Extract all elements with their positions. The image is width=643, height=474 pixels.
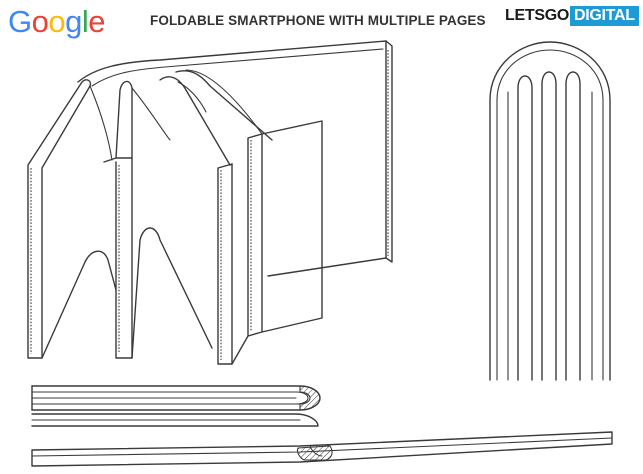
perspective-view-of-multi-page-foldable (27, 40, 393, 365)
google-logo: Google (8, 4, 106, 40)
logo-letter-e: e (88, 4, 106, 39)
logo-letter-l: l (81, 4, 89, 39)
brand-letsgo: LETSGO (505, 7, 569, 24)
logo-letter-o2: o (48, 4, 66, 39)
brand-digital: DIGITAL (569, 6, 639, 26)
logo-letter-g2: g (65, 4, 82, 39)
page-title: FOLDABLE SMARTPHONE WITH MULTIPLE PAGES (150, 13, 486, 28)
side-section-unfolded (31, 431, 613, 467)
logo-letter-o1: o (31, 4, 49, 39)
side-section-folded (31, 385, 321, 427)
front-view-with-folded-pages (489, 41, 611, 381)
logo-letter-g: G (8, 4, 32, 39)
